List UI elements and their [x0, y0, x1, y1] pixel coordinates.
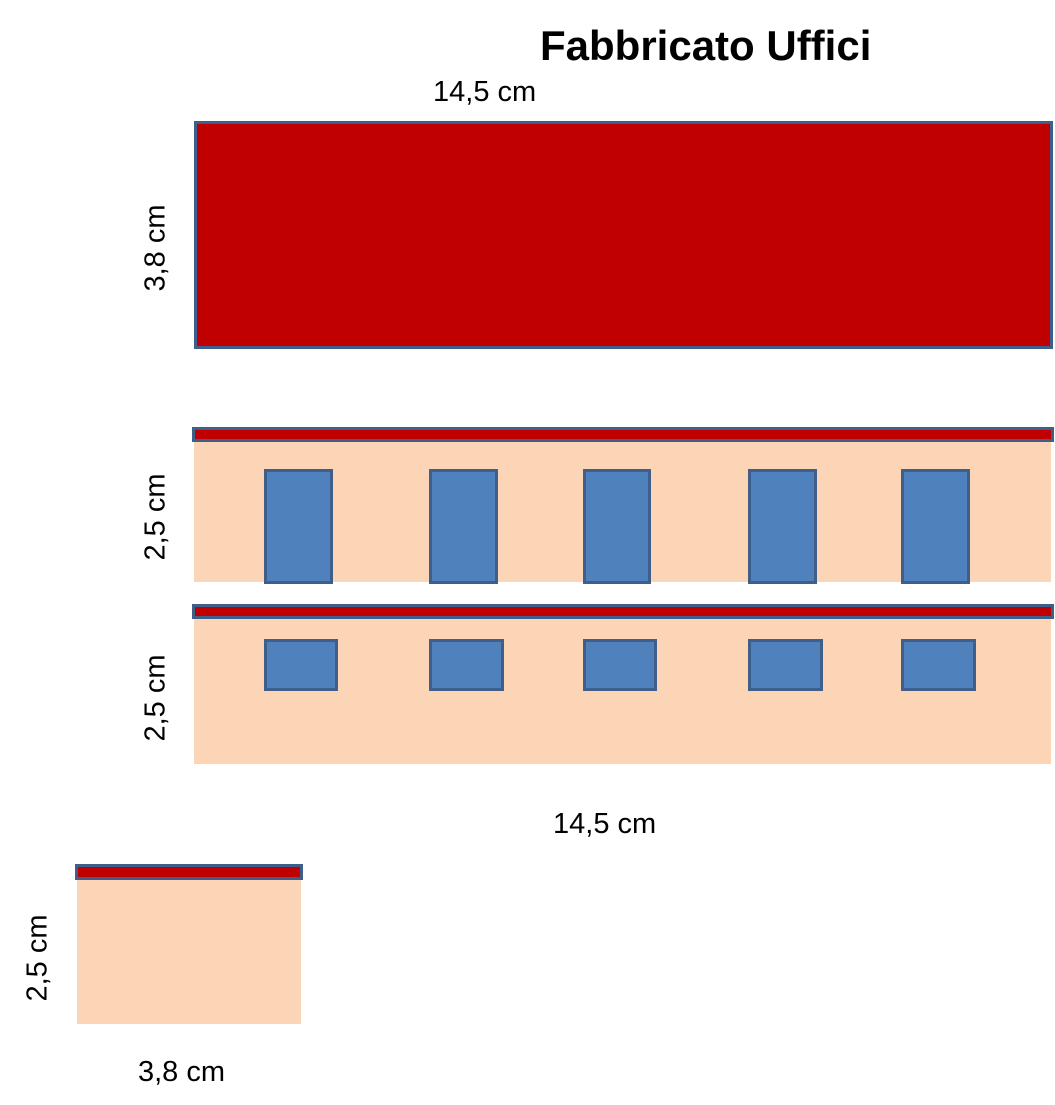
floor-2-window [748, 639, 823, 691]
floor-1-window [264, 469, 333, 584]
floor-2-height-label: 2,5 cm [139, 654, 172, 742]
diagram-title: Fabbricato Uffici [540, 22, 872, 69]
floor-2-window [429, 639, 504, 691]
floor-1-height-label: 2,5 cm [139, 473, 172, 561]
side-cornice [75, 864, 303, 880]
floor-1-window [748, 469, 817, 584]
floor-1-cornice [192, 427, 1054, 442]
floor-2-window [901, 639, 976, 691]
facade-width-label: 14,5 cm [553, 808, 657, 840]
side-wall [77, 878, 301, 1024]
floor-2-window [264, 639, 338, 691]
floor-1-window [901, 469, 970, 584]
roof-height-label: 3,8 cm [139, 204, 172, 292]
floor-1-window [429, 469, 498, 584]
side-width-label: 3,8 cm [138, 1056, 226, 1088]
side-height-label: 2,5 cm [21, 914, 54, 1002]
floor-1-window [583, 469, 651, 584]
roof-panel [194, 121, 1053, 349]
floor-2-cornice [192, 604, 1054, 619]
roof-width-label: 14,5 cm [433, 76, 537, 108]
floor-2-window [583, 639, 657, 691]
